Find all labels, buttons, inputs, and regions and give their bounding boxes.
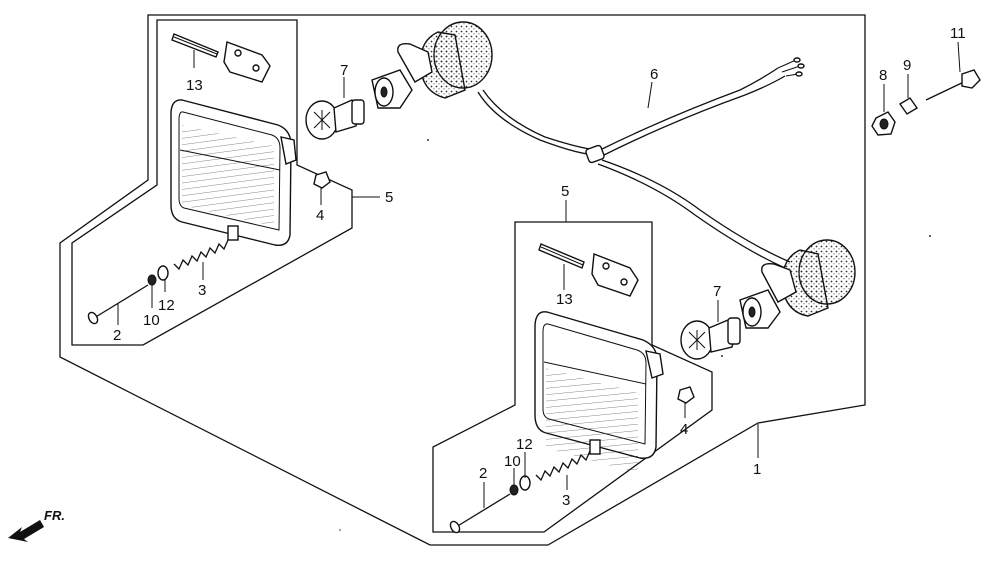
upper-subassembly-outline <box>71 19 353 346</box>
lower-bulb <box>680 317 741 360</box>
part-labels: 13 7 4 5 3 2 10 12 5 13 7 4 3 2 10 12 6 … <box>113 25 966 509</box>
label-8: 8 <box>879 67 887 84</box>
front-direction-indicator: FR. <box>8 508 65 542</box>
label-12-lower: 12 <box>516 436 533 453</box>
lower-nut <box>509 484 519 496</box>
label-3-lower: 3 <box>562 492 570 509</box>
upper-clip-nut <box>313 171 331 189</box>
label-2-upper: 2 <box>113 327 121 344</box>
assembly-outline <box>59 14 866 546</box>
upper-headlight <box>170 99 297 246</box>
label-10-lower: 10 <box>504 453 521 470</box>
label-12-upper: 12 <box>158 297 175 314</box>
lower-subassembly-outline <box>432 221 713 533</box>
nut-8 <box>871 111 896 136</box>
label-1: 1 <box>753 461 761 478</box>
label-3-upper: 3 <box>198 282 206 299</box>
label-5-upper: 5 <box>385 189 393 206</box>
upper-bulb <box>305 99 365 140</box>
label-13-lower: 13 <box>556 291 573 308</box>
upper-nut <box>147 274 157 286</box>
label-4-lower: 4 <box>680 421 688 438</box>
label-4-upper: 4 <box>316 207 324 224</box>
upper-socket <box>371 21 493 109</box>
collar-9 <box>898 97 919 115</box>
upper-adjusting-screw <box>87 284 149 325</box>
upper-washer <box>157 265 169 281</box>
lower-adjusting-screw <box>449 493 511 534</box>
lower-cotter-pin <box>538 243 585 269</box>
wire-harness <box>477 57 805 269</box>
label-6: 6 <box>650 66 658 83</box>
label-11: 11 <box>950 25 966 42</box>
label-2-lower: 2 <box>479 465 487 482</box>
lower-spring <box>535 450 591 482</box>
lower-clip-nut <box>677 386 695 404</box>
leader-lines <box>117 41 961 508</box>
lower-stay <box>591 253 639 297</box>
label-7-upper: 7 <box>340 62 348 79</box>
upper-stay <box>223 41 271 83</box>
front-arrow-icon <box>8 520 44 542</box>
upper-cotter-pin <box>171 33 219 58</box>
bolt-11 <box>925 69 981 101</box>
upper-spring <box>173 239 229 271</box>
lower-headlight <box>534 311 664 473</box>
lower-washer <box>519 475 531 491</box>
front-label: FR. <box>44 508 65 523</box>
label-9: 9 <box>903 57 911 74</box>
label-7-lower: 7 <box>713 283 721 300</box>
lower-socket <box>739 239 856 329</box>
label-10-upper: 10 <box>143 312 160 329</box>
label-5-lower: 5 <box>561 183 569 200</box>
label-13-upper: 13 <box>186 77 203 94</box>
